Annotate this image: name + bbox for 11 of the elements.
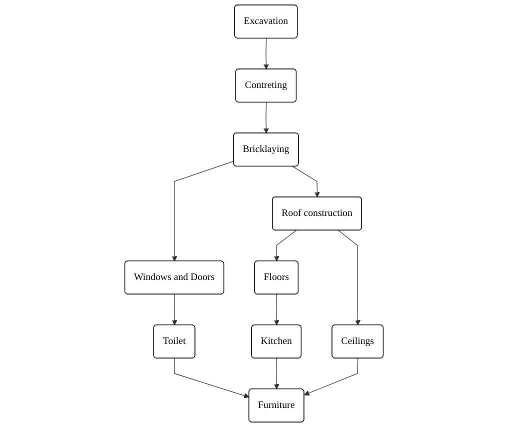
arrow <box>274 294 280 326</box>
arrow <box>274 230 297 262</box>
arrow <box>292 166 320 198</box>
arrow <box>264 102 270 134</box>
arrow <box>338 230 361 326</box>
arrow <box>264 38 270 70</box>
arrow <box>172 160 235 262</box>
arrow <box>274 358 280 390</box>
arrow <box>304 358 359 396</box>
arrow <box>174 358 250 398</box>
arrow <box>172 294 178 326</box>
